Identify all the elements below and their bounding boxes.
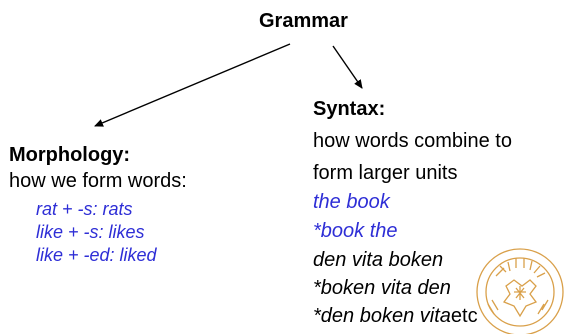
morphology-example: like + -s: likes: [36, 222, 145, 242]
etc-label: etc: [450, 305, 478, 327]
syntax-example: den vita boken: [313, 249, 444, 271]
syntax-description-line: how words combine to: [313, 130, 512, 152]
morphology-heading: Morphology:: [9, 144, 131, 166]
syntax-example: the book: [313, 191, 390, 213]
arrow-to-syntax: [332, 45, 363, 89]
syntax-example: *den boken vita: [313, 305, 451, 327]
morphology-example: like + -ed: liked: [36, 245, 157, 265]
morphology-description: how we form words:: [9, 170, 187, 192]
syntax-example: *boken vita den: [313, 277, 451, 299]
morphology-example: rat + -s: rats: [36, 199, 133, 219]
syntax-description-line: form larger units: [313, 162, 458, 184]
grammar-title: Grammar: [259, 10, 348, 32]
syntax-example: *book the: [313, 220, 398, 242]
syntax-example-last: *den boken vitaetc: [313, 305, 478, 328]
syntax-heading: Syntax:: [313, 98, 386, 120]
university-seal-icon: [476, 248, 564, 334]
arrow-to-morphology: [94, 43, 291, 127]
